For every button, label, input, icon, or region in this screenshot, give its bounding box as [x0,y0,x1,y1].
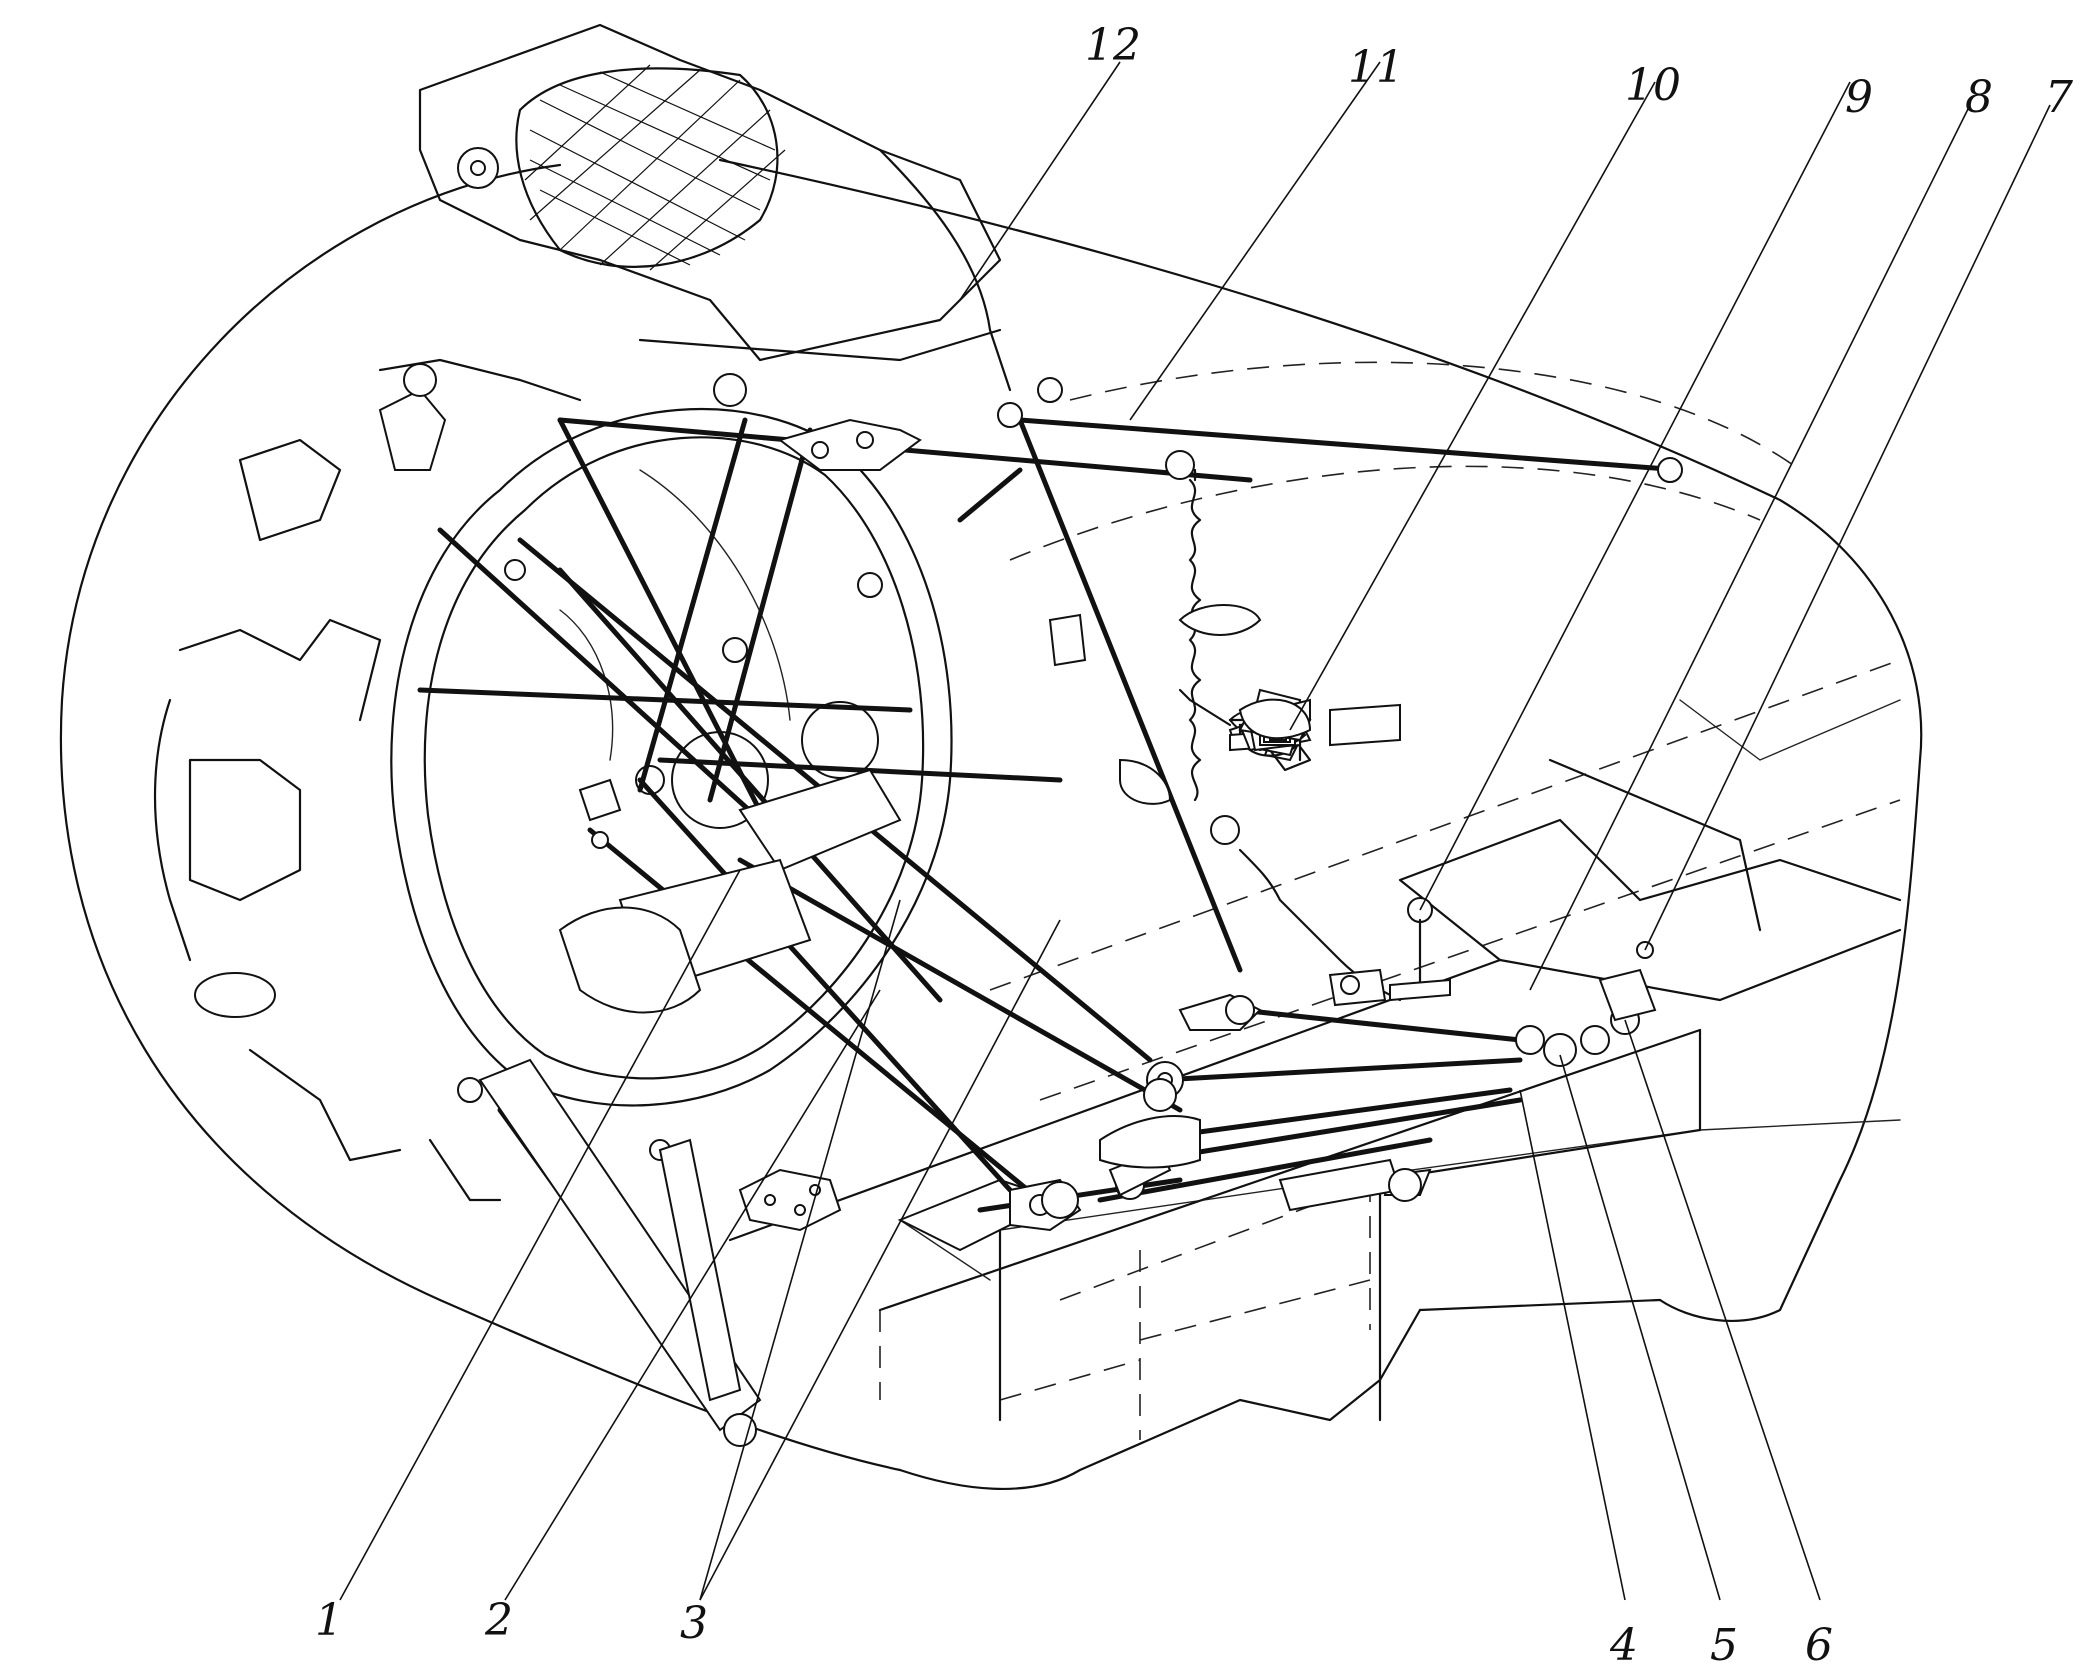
callout-2: 2 [484,1595,513,1646]
callout-3: 3 [680,1598,708,1649]
hull-outline [59,158,1923,1490]
bellcrank-bracket [777,418,922,471]
leader-lines [339,61,2051,1601]
pedal [1178,688,1312,742]
callout-1: 1 [315,1595,343,1646]
bell-housing [390,373,953,1161]
lower-frame [728,699,1902,1422]
cylinders [478,768,1422,1447]
intake-mesh [524,64,786,271]
callout-4: 4 [1609,1620,1638,1670]
callout-9: 9 [1845,72,1873,123]
callout-7: 7 [2045,72,2073,123]
air-intake [378,23,1012,402]
engine-bulk [153,363,502,1202]
hidden-lines [879,361,1901,1440]
callout-10: 10 [1625,60,1681,111]
callout-12: 12 [1085,20,1141,71]
callout-6: 6 [1805,1620,1833,1670]
callout-labels: 12 11 10 9 8 7 1 2 3 4 5 6 [315,20,2073,1671]
callout-5: 5 [1710,1620,1738,1670]
control-rods [417,417,1683,1433]
callout-11: 11 [1348,42,1404,93]
callout-8: 8 [1965,72,1993,123]
